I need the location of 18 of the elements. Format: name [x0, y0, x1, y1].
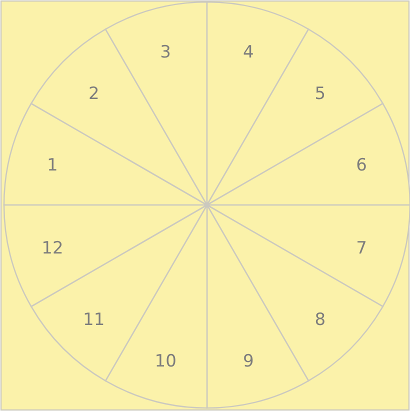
circle-sector	[206, 28, 384, 206]
sector-number: 8	[314, 310, 326, 330]
sector-number: 7	[356, 238, 367, 258]
sector-number: 12	[42, 238, 64, 258]
sector-number: 5	[314, 84, 326, 104]
circle-sector	[30, 28, 208, 206]
sector-number: 6	[356, 156, 367, 176]
sector-number: 4	[243, 42, 254, 62]
circle-sector	[206, 102, 410, 206]
sector-number: 11	[83, 310, 105, 330]
sector-number: 3	[160, 42, 171, 62]
circle-sector	[3, 204, 208, 308]
sector-number: 10	[154, 352, 176, 372]
circle-sector	[206, 204, 384, 382]
sector-number: 2	[88, 84, 100, 104]
sector-number: 9	[243, 352, 254, 372]
circle-sector	[30, 204, 208, 382]
sector-number: 1	[47, 156, 58, 176]
